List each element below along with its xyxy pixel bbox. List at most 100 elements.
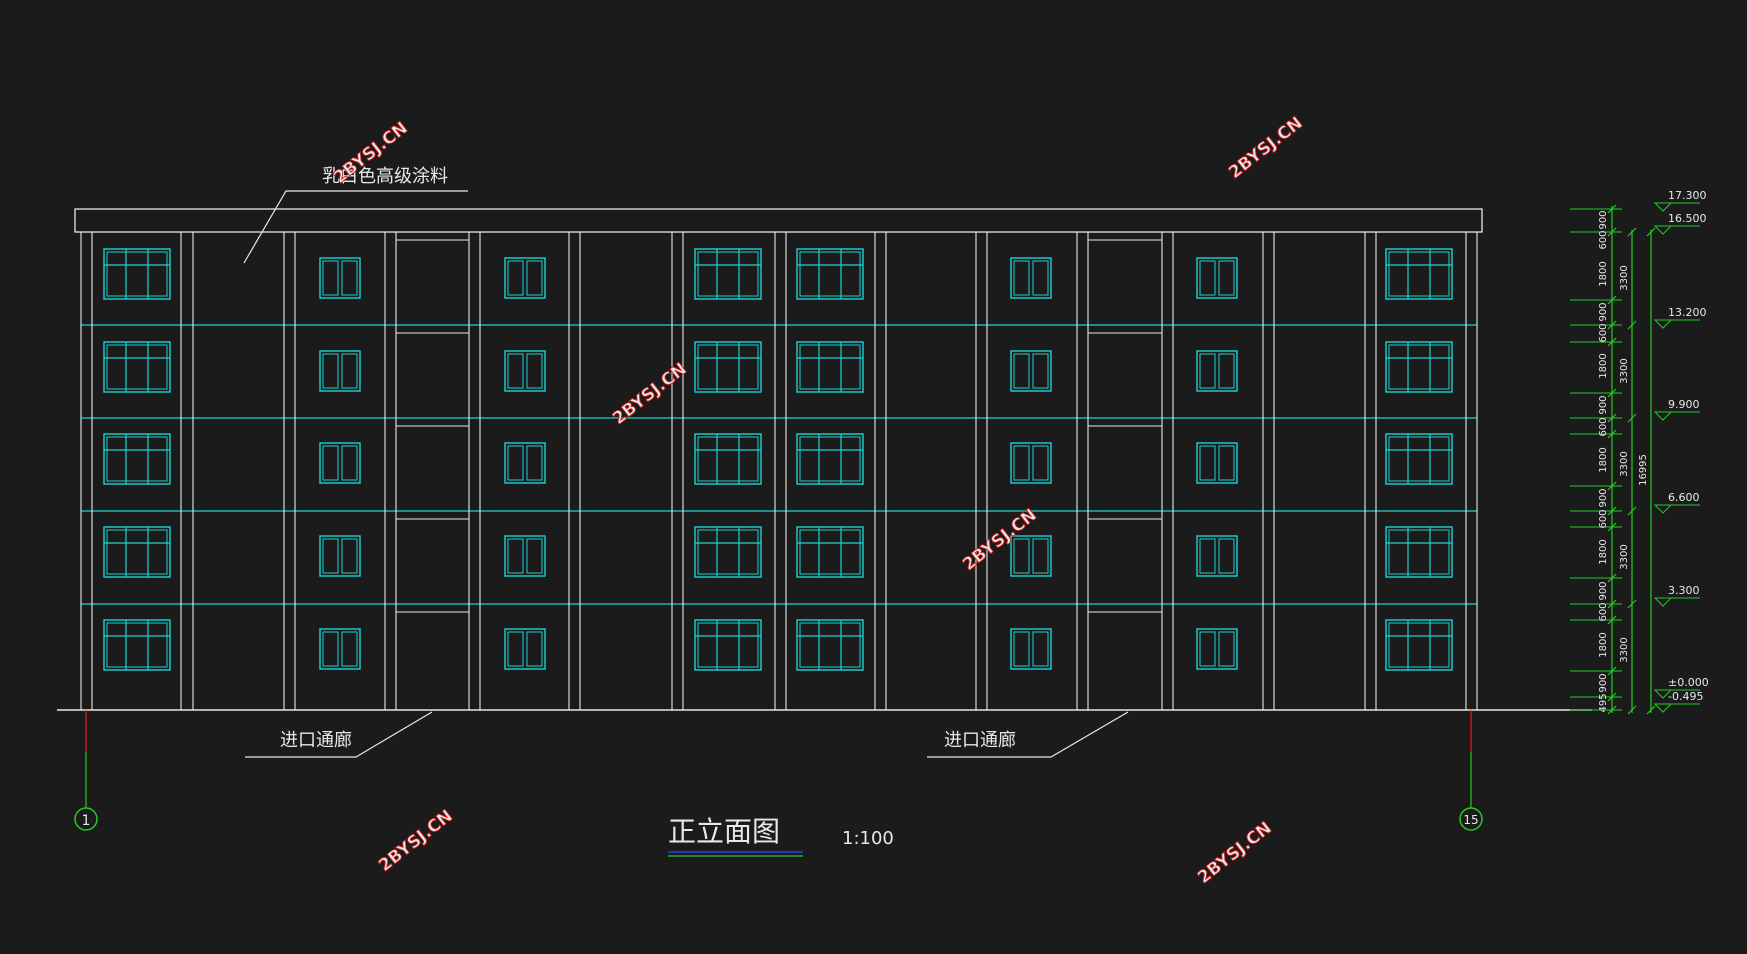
window-double bbox=[319, 535, 361, 577]
dimension-tick bbox=[1607, 506, 1617, 516]
window-double-sash bbox=[1032, 353, 1049, 389]
entrance-text-left: 进口通廊 bbox=[280, 730, 352, 751]
window-double-sash bbox=[341, 353, 358, 389]
entrance-label-right: 进口通廊 bbox=[927, 711, 1129, 758]
dimension-text-inner: 900 bbox=[1598, 581, 1609, 600]
dimension-column: 9006001800900600180090060018009006001800… bbox=[1570, 189, 1709, 715]
window-double bbox=[1196, 535, 1238, 577]
window-triple bbox=[796, 341, 864, 393]
window-double-sash bbox=[322, 538, 339, 574]
elevation-text: -0.495 bbox=[1668, 690, 1703, 703]
dimension-tick bbox=[1627, 320, 1637, 330]
elevation-text: 6.600 bbox=[1668, 491, 1700, 504]
dimension-text-floor: 3300 bbox=[1619, 451, 1630, 476]
dimension-tick bbox=[1607, 295, 1617, 305]
window-double bbox=[504, 442, 546, 484]
window-double bbox=[1010, 350, 1052, 392]
window-double-sash bbox=[1032, 538, 1049, 574]
window-double-sash bbox=[1199, 260, 1216, 296]
elevation-text: 17.300 bbox=[1668, 189, 1707, 202]
dimension-tick bbox=[1607, 337, 1617, 347]
dimension-tick bbox=[1607, 666, 1617, 676]
axis-bubble-1: 1 bbox=[74, 710, 98, 831]
elevation-text: 9.900 bbox=[1668, 398, 1700, 411]
window-double-sash bbox=[1218, 445, 1235, 481]
window-double-sash bbox=[526, 445, 543, 481]
window-double-sash bbox=[1218, 538, 1235, 574]
dimension-text-total: 16995 bbox=[1638, 454, 1649, 486]
window-double-sash bbox=[1032, 260, 1049, 296]
window-triple bbox=[694, 619, 762, 671]
window-double-sash bbox=[1013, 445, 1030, 481]
window-triple-sash bbox=[106, 622, 168, 668]
window-double bbox=[1196, 350, 1238, 392]
axis-bubble-15: 15 bbox=[1459, 710, 1483, 831]
window-triple bbox=[103, 526, 171, 578]
dimension-text-inner: 600 bbox=[1598, 230, 1609, 249]
window-double-sash bbox=[1013, 631, 1030, 667]
window-double bbox=[319, 257, 361, 299]
dimension-text-floor: 3300 bbox=[1619, 637, 1630, 662]
dimension-tick bbox=[1627, 705, 1637, 715]
window-double-sash bbox=[507, 631, 524, 667]
window-triple-sash bbox=[1388, 251, 1450, 297]
window-triple-sash bbox=[799, 622, 861, 668]
dimension-text-inner: 1800 bbox=[1598, 632, 1609, 657]
dimension-text-inner: 900 bbox=[1598, 395, 1609, 414]
dimension-tick bbox=[1627, 599, 1637, 609]
window-double-sash bbox=[526, 538, 543, 574]
dimension-tick bbox=[1627, 227, 1637, 237]
dimension-text-inner: 600 bbox=[1598, 602, 1609, 621]
window-double bbox=[319, 628, 361, 670]
window-double-sash bbox=[1013, 353, 1030, 389]
window-double-sash bbox=[507, 353, 524, 389]
window-double-sash bbox=[322, 631, 339, 667]
dimension-text-inner: 900 bbox=[1598, 302, 1609, 321]
window-double-sash bbox=[1032, 445, 1049, 481]
entrance-leader-left bbox=[245, 711, 433, 758]
window-double bbox=[319, 350, 361, 392]
dimension-tick bbox=[1607, 320, 1617, 330]
window-double bbox=[1196, 628, 1238, 670]
window-triple bbox=[103, 433, 171, 485]
dimension-tick bbox=[1607, 227, 1617, 237]
dimension-text-inner: 900 bbox=[1598, 210, 1609, 229]
elevation-text: 13.200 bbox=[1668, 306, 1707, 319]
window-triple bbox=[1385, 526, 1453, 578]
dimension-tick bbox=[1627, 506, 1637, 516]
axis-circle-1 bbox=[74, 807, 98, 831]
window-double-sash bbox=[341, 538, 358, 574]
dimension-text-inner: 1800 bbox=[1598, 539, 1609, 564]
dimension-text-inner: 900 bbox=[1598, 673, 1609, 692]
entrance-leader-right bbox=[927, 711, 1129, 758]
window-double-sash bbox=[507, 538, 524, 574]
window-double-sash bbox=[341, 631, 358, 667]
window-double bbox=[319, 442, 361, 484]
window-triple bbox=[1385, 341, 1453, 393]
drawing-title: 正立面图 bbox=[668, 815, 780, 848]
window-double bbox=[504, 257, 546, 299]
dimension-text-inner: 600 bbox=[1598, 509, 1609, 528]
entrance-text-right: 进口通廊 bbox=[944, 730, 1016, 751]
elevation-text: 3.300 bbox=[1668, 584, 1700, 597]
window-double-sash bbox=[322, 445, 339, 481]
window-triple bbox=[796, 526, 864, 578]
window-triple-sash bbox=[697, 344, 759, 390]
dimension-tick bbox=[1607, 481, 1617, 491]
window-double bbox=[1010, 628, 1052, 670]
window-double-sash bbox=[526, 260, 543, 296]
window-triple-sash bbox=[1388, 436, 1450, 482]
dimension-tick bbox=[1607, 692, 1617, 702]
window-triple bbox=[1385, 248, 1453, 300]
dimension-tick bbox=[1607, 615, 1617, 625]
window-triple-sash bbox=[106, 436, 168, 482]
window-double-sash bbox=[322, 353, 339, 389]
window-double-sash bbox=[1218, 260, 1235, 296]
window-triple bbox=[103, 619, 171, 671]
dimension-tick bbox=[1627, 413, 1637, 423]
dimension-text-inner: 900 bbox=[1598, 488, 1609, 507]
dimension-tick bbox=[1607, 413, 1617, 423]
window-triple-sash bbox=[1388, 622, 1450, 668]
